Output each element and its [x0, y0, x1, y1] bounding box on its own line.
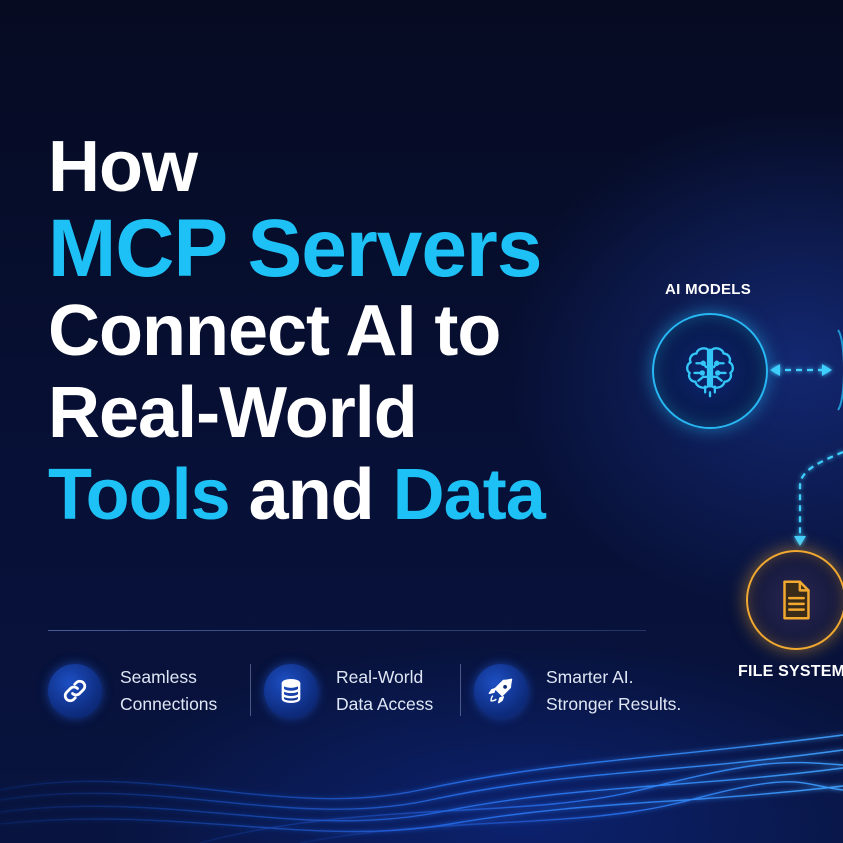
headline: How MCP Servers Connect AI to Real-World… — [48, 126, 546, 536]
headline-and: and — [229, 455, 393, 535]
file-system-label: FILE SYSTEM — [738, 663, 843, 680]
link-icon — [48, 664, 102, 718]
feature-line-2: Stronger Results. — [546, 694, 682, 714]
connector-lines — [774, 368, 843, 538]
feature-line-2: Connections — [120, 694, 218, 714]
feature-data-access: Real-World Data Access — [264, 664, 433, 718]
feature-text: Real-World Data Access — [336, 664, 433, 718]
rocket-icon — [474, 664, 528, 718]
feature-separator — [250, 664, 251, 716]
headline-line-5: Tools and Data — [48, 454, 546, 536]
headline-line-4: Real-World — [48, 373, 418, 453]
headline-accent-tools: Tools — [48, 455, 231, 535]
brain-circuit-icon — [686, 347, 734, 398]
headline-line-2: MCP Servers — [48, 203, 542, 294]
feature-text: Smarter AI. Stronger Results. — [546, 664, 681, 718]
feature-line-1: Seamless — [120, 667, 197, 687]
headline-line-1: How — [48, 127, 198, 207]
feature-line-1: Smarter AI. — [546, 667, 634, 687]
database-icon — [264, 664, 318, 718]
feature-line-1: Real-World — [336, 667, 424, 687]
ai-models-node — [652, 313, 768, 429]
feature-separator — [460, 664, 461, 716]
document-icon — [783, 580, 810, 620]
feature-text: Seamless Connections — [120, 664, 217, 718]
feature-seamless-connections: Seamless Connections — [48, 664, 217, 718]
file-system-node — [746, 550, 843, 650]
divider — [48, 630, 646, 631]
ai-models-label: AI MODELS — [665, 281, 752, 298]
feature-line-2: Data Access — [336, 694, 434, 714]
feature-smarter-ai: Smarter AI. Stronger Results. — [474, 664, 681, 718]
headline-line-3: Connect AI to — [48, 291, 501, 371]
headline-accent-data: Data — [392, 455, 546, 535]
